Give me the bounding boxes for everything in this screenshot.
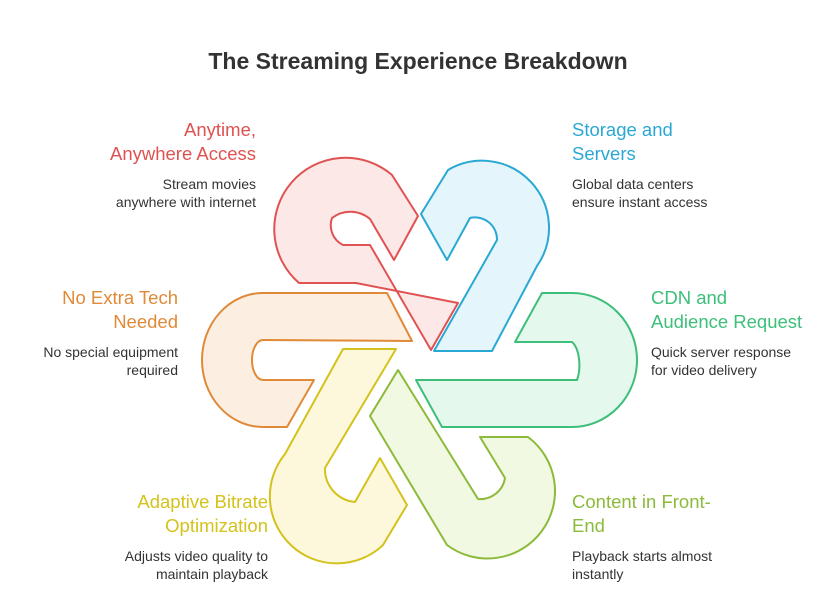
label-adaptive-title: Adaptive Bitrate Optimization [137, 491, 268, 536]
hook-lime [369, 369, 556, 560]
hook-orange [201, 292, 413, 428]
label-notech-desc: No special equipment required [43, 344, 178, 378]
diagram-title: The Streaming Experience Breakdown [208, 48, 628, 74]
label-anytime-title: Anytime, Anywhere Access [109, 119, 256, 164]
label-storage-title: Storage and Servers [572, 119, 673, 164]
label-content-frontend: Content in Front- End Playback starts al… [572, 490, 822, 583]
hook-green [415, 292, 638, 428]
hook-blue [420, 159, 551, 352]
label-content-desc: Playback starts almost instantly [572, 548, 713, 582]
label-no-extra-tech: No Extra Tech Needed No special equipmen… [0, 286, 178, 379]
label-storage-servers: Storage and Servers Global data centers … [572, 118, 822, 211]
label-cdn-title: CDN and Audience Request [651, 287, 803, 332]
label-content-title: Content in Front- End [572, 491, 711, 536]
label-storage-desc: Global data centers ensure instant acces… [572, 176, 708, 210]
hook-red [273, 156, 459, 351]
label-anytime-anywhere: Anytime, Anywhere Access Stream movies a… [16, 118, 256, 211]
label-cdn-desc: Quick server response for video delivery [651, 344, 792, 378]
label-anytime-desc: Stream movies anywhere with internet [115, 176, 256, 210]
label-notech-title: No Extra Tech Needed [62, 287, 178, 332]
hook-yellow [268, 348, 408, 565]
label-adaptive-desc: Adjusts video quality to maintain playba… [124, 548, 268, 582]
label-cdn-request: CDN and Audience Request Quick server re… [651, 286, 831, 379]
label-adaptive-bitrate: Adaptive Bitrate Optimization Adjusts vi… [28, 490, 268, 583]
